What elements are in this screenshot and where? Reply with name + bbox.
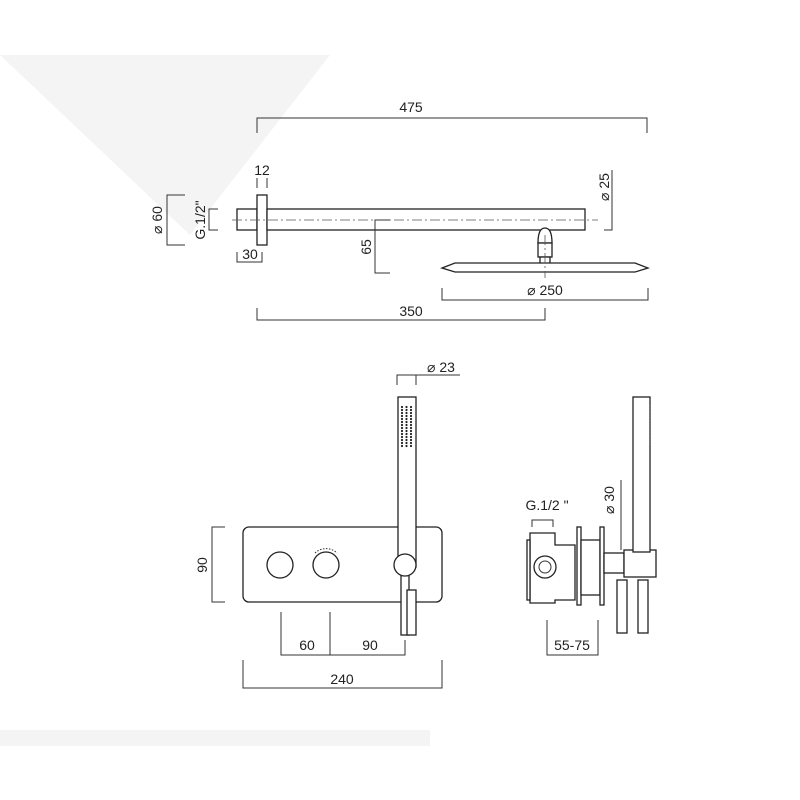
label-240: 240 [330, 671, 354, 687]
dim-250 [441, 288, 649, 301]
label-side-thread: G.1/2 " [525, 497, 568, 513]
dim-23 [396, 374, 460, 385]
label-thread: G.1/2" [192, 200, 208, 239]
shower-arm [266, 208, 586, 231]
nozzle-dot [405, 414, 408, 418]
label-30: 30 [242, 246, 258, 262]
dim-55-75 [546, 620, 599, 656]
label-diameter-60: ⌀ 60 [149, 206, 165, 234]
nozzle-dot [409, 441, 413, 445]
temperature-scale-icon [314, 548, 338, 554]
nozzle-dot [400, 441, 404, 445]
dim-350 [256, 308, 546, 321]
wall-stub [236, 208, 258, 231]
nozzle-dot [400, 414, 404, 418]
dim-60-90 [280, 612, 406, 656]
watermark-bar [0, 730, 430, 746]
nozzle-dot [400, 423, 404, 427]
holder-body [623, 549, 657, 578]
nozzle-dot [400, 435, 404, 439]
dim-25 [604, 170, 613, 231]
wall-plate [242, 526, 443, 603]
nozzle-dot [409, 417, 413, 421]
nozzle-dot [400, 432, 404, 436]
nozzle-dot [409, 414, 413, 418]
nozzle-grid [400, 405, 413, 448]
hose-connector [406, 589, 417, 636]
nozzle-dot [409, 435, 413, 439]
label-diameter-30: ⌀ 30 [601, 486, 617, 514]
dim-side-thread [531, 519, 554, 527]
dim-90-height [211, 526, 225, 603]
mixer-front-view: ⌀ 23 90 60 90 240 [194, 359, 460, 689]
nozzle-dot [409, 444, 413, 448]
nozzle-dot [409, 429, 413, 433]
nozzle-dot [400, 420, 404, 424]
nozzle-dot [409, 420, 413, 424]
label-90-height: 90 [194, 557, 210, 573]
nozzle-dot [400, 429, 404, 433]
nozzle-dot [400, 444, 404, 448]
hose-right [637, 579, 649, 634]
nozzle-dot [409, 423, 413, 427]
nozzle-dot [400, 438, 404, 442]
nozzle-dot [409, 432, 413, 436]
nozzle-dot [400, 405, 404, 409]
label-60: 60 [299, 637, 315, 653]
dim-65 [374, 219, 390, 274]
dim-30 [236, 252, 263, 263]
label-diameter-23: ⌀ 23 [427, 359, 455, 375]
nozzle-dot [400, 411, 404, 415]
nozzle-dot [409, 408, 413, 412]
diverter-knob [266, 551, 294, 579]
inlet-port [533, 555, 557, 579]
label-55-75: 55-75 [554, 637, 590, 653]
nozzle-dot [405, 420, 408, 424]
label-90: 90 [362, 637, 378, 653]
hose-left [616, 579, 628, 634]
dim-12 [256, 178, 268, 188]
nozzle-dot [405, 429, 408, 433]
sleeve [580, 539, 601, 596]
label-diameter-250: ⌀ 250 [527, 282, 563, 298]
label-350: 350 [399, 303, 423, 319]
nozzle-dot [405, 435, 408, 439]
thermostatic-knob [312, 551, 340, 579]
nozzle-dot [405, 426, 408, 430]
nozzle-dot [409, 405, 413, 409]
nozzle-dot [400, 426, 404, 430]
nozzle-dot [405, 438, 408, 442]
shower-arm-view: 475 12 ⌀ 60 G.1/2" 30 65 ⌀ 25 ⌀ 250 350 [149, 99, 650, 321]
nozzle-dot [409, 426, 413, 430]
nozzle-dot [405, 444, 408, 448]
dim-60 [166, 194, 185, 246]
label-65: 65 [358, 239, 374, 255]
nozzle-dot [400, 417, 404, 421]
nozzle-dot [405, 417, 408, 421]
nozzle-dot [405, 423, 408, 427]
nozzle-dot [405, 441, 408, 445]
nozzle-dot [405, 405, 408, 409]
dim-240 [242, 660, 443, 689]
shower-holder [393, 553, 417, 577]
holder-stem [603, 552, 625, 574]
nozzle-dot [400, 408, 404, 412]
nozzle-dot [405, 411, 408, 415]
nozzle-dot [405, 408, 408, 412]
nozzle-dot [409, 411, 413, 415]
label-diameter-25: ⌀ 25 [596, 173, 612, 201]
nozzle-dot [405, 432, 408, 436]
side-hand-shower [632, 396, 651, 553]
label-12: 12 [254, 162, 270, 178]
watermark-triangle [0, 55, 330, 235]
body-edge [526, 539, 531, 601]
nozzle-dot [409, 438, 413, 442]
dim-thread [208, 208, 218, 231]
label-475: 475 [399, 99, 423, 115]
mixer-side-view: G.1/2 " ⌀ 30 55-75 [525, 396, 657, 656]
dim-475 [256, 117, 648, 133]
